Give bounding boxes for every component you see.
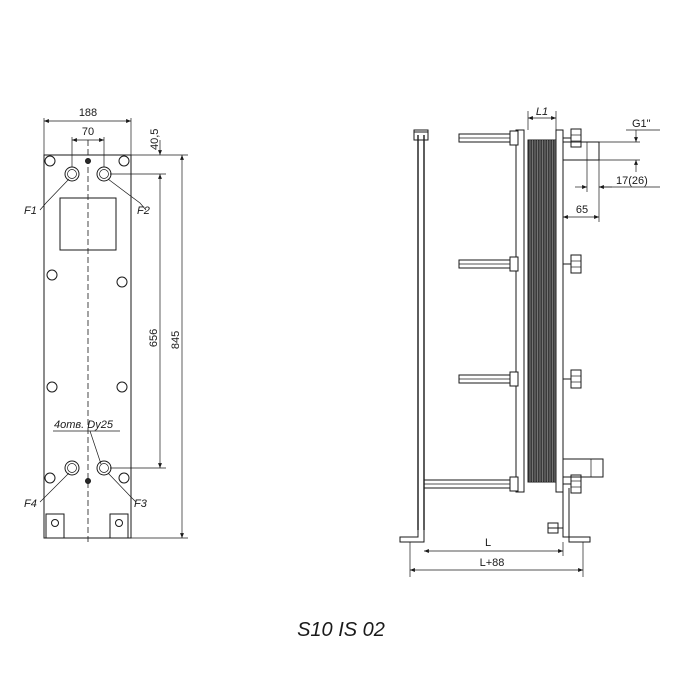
- front-bolt-icon: [46, 269, 58, 281]
- front-bolt-icon: [118, 155, 130, 167]
- label-f1: F1: [24, 205, 37, 217]
- label-f4: F4: [24, 498, 37, 510]
- port-f2-icon: [96, 166, 112, 182]
- plate-pack-lines: [529, 140, 556, 482]
- side-foot-right: [562, 488, 591, 543]
- dim-length: L: [485, 537, 491, 549]
- nut-icon: [563, 128, 582, 148]
- dim-total-length: L+88: [480, 557, 505, 569]
- front-window: [59, 197, 117, 251]
- front-foot-left: [45, 513, 65, 539]
- label-f3: F3: [134, 498, 148, 510]
- tie-bar-icon: [423, 479, 516, 489]
- dim-top-offset: 40,5: [149, 129, 161, 150]
- nozzle-top-icon: [562, 141, 600, 161]
- dim-plate-pack: L1: [536, 106, 548, 118]
- side-view: L1 G1" 17(26) 65 L L+88: [399, 106, 660, 577]
- front-view: 188 70 40,5 656 845 F1 F2 F4 F3 4отв. Dy…: [24, 107, 188, 545]
- nut-icon: [563, 474, 582, 494]
- front-bolt-icon: [46, 381, 58, 393]
- front-center-hole-icon: [85, 158, 91, 164]
- tie-bar-icon: [458, 259, 516, 269]
- nut-icon: [563, 254, 582, 274]
- port-note: 4отв. Dy25: [54, 419, 114, 431]
- front-plate-outline: [43, 154, 132, 539]
- drawing-title: S10 IS 02: [297, 619, 385, 641]
- port-f3-icon: [96, 460, 112, 476]
- nozzle-bottom-icon: [562, 458, 604, 478]
- port-f4-icon: [64, 460, 80, 476]
- front-bolt-icon: [44, 472, 56, 484]
- dim-port-vertical: 656: [148, 329, 160, 347]
- front-foot-right: [109, 513, 129, 539]
- dim-width: 188: [79, 107, 97, 119]
- dim-thread: G1": [632, 118, 651, 130]
- tie-bar-icon: [458, 374, 516, 384]
- dim-port-spacing: 70: [82, 126, 94, 138]
- fixed-plate: [515, 129, 525, 493]
- front-bolt-icon: [116, 276, 128, 288]
- dim-offset: 65: [576, 204, 588, 216]
- front-bolt-icon: [44, 155, 56, 167]
- front-bolt-icon: [118, 472, 130, 484]
- dim-nozzle: 17(26): [616, 175, 648, 187]
- front-center-hole-icon: [85, 478, 91, 484]
- label-f2: F2: [137, 205, 150, 217]
- front-bolt-icon: [116, 381, 128, 393]
- side-foot-left: [399, 530, 425, 543]
- dim-height: 845: [170, 331, 182, 349]
- tie-bar-icon: [458, 133, 516, 143]
- nut-icon: [563, 369, 582, 389]
- pressure-plate: [555, 129, 564, 493]
- port-f1-icon: [64, 166, 80, 182]
- side-top-bracket: [413, 129, 429, 141]
